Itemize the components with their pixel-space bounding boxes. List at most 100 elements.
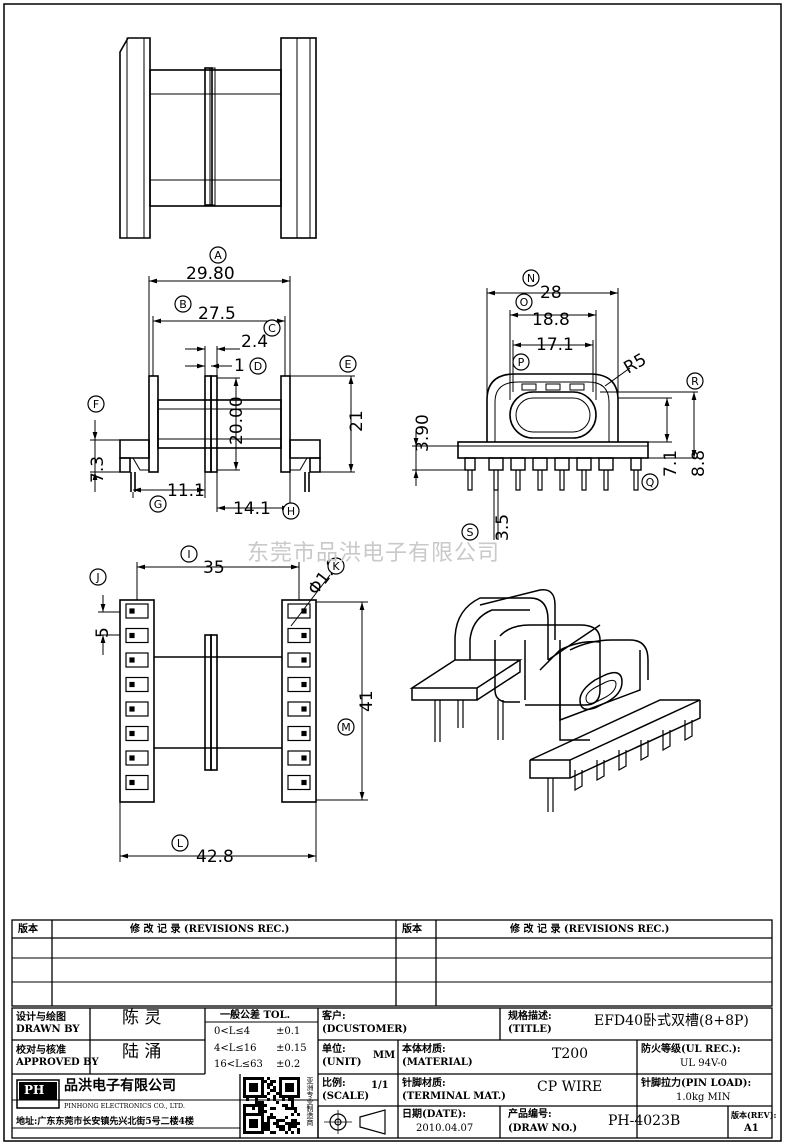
qr-module — [252, 1095, 255, 1098]
qr-module — [297, 1077, 300, 1080]
qr-module — [282, 1077, 285, 1080]
qr-module — [264, 1095, 267, 1098]
bottom-pin-hole — [129, 608, 135, 614]
qr-module — [267, 1125, 270, 1128]
qr-module — [276, 1125, 279, 1128]
bottom-pin-hole — [129, 730, 135, 737]
callout-circle-h — [282, 502, 300, 520]
designer-name: 陈 灵 — [122, 1008, 162, 1028]
date-label: 日期(DATE): — [402, 1109, 467, 1120]
designer-label-cn: 设计与绘图 — [16, 1012, 66, 1023]
bottom-pin-hole — [301, 706, 307, 712]
isometric-view — [409, 589, 701, 812]
pinload-value: 1.0kg MIN — [676, 1092, 731, 1103]
callout-circle-q — [641, 473, 659, 491]
callout-letter-i: I — [187, 548, 190, 561]
callout-letter-b: B — [179, 298, 187, 311]
qr-module — [243, 1092, 246, 1095]
qr-module — [279, 1077, 282, 1080]
qr-module — [288, 1107, 291, 1110]
qr-module — [267, 1092, 270, 1095]
material-label: 本体材质: — [402, 1044, 446, 1055]
qr-module — [258, 1131, 261, 1134]
qr-module — [246, 1131, 249, 1134]
qr-module — [279, 1080, 282, 1083]
qr-module — [261, 1095, 264, 1098]
callout-letter-j: J — [95, 571, 99, 584]
bottom-pin-slot — [287, 701, 311, 717]
fire-label: 防火等级(UL REC.): — [641, 1044, 741, 1055]
qr-module — [291, 1107, 294, 1110]
qr-module — [261, 1092, 264, 1095]
qr-module — [279, 1089, 282, 1092]
qr-module — [252, 1122, 255, 1125]
qr-module — [258, 1077, 261, 1080]
callout-letter-f: F — [93, 398, 99, 411]
bottom-pin-slot — [125, 701, 149, 717]
qr-module — [276, 1101, 279, 1104]
qr-module — [264, 1110, 267, 1113]
qr-module — [243, 1089, 246, 1092]
fire-value: UL 94V-0 — [680, 1058, 728, 1069]
material-value: T200 — [552, 1046, 589, 1062]
qr-module — [294, 1107, 297, 1110]
qr-module — [246, 1095, 249, 1098]
qr-module — [270, 1080, 273, 1083]
qr-module — [261, 1077, 264, 1080]
bottom-view — [119, 599, 317, 803]
qr-module — [273, 1080, 276, 1083]
callout-letter-h: H — [287, 505, 295, 518]
qr-module — [261, 1089, 264, 1092]
qr-module — [285, 1077, 288, 1080]
qr-module — [261, 1107, 264, 1110]
qr-module — [243, 1110, 246, 1113]
qr-module — [279, 1095, 282, 1098]
qr-module — [267, 1077, 270, 1080]
qr-module — [243, 1116, 246, 1119]
qr-module — [297, 1092, 300, 1095]
qr-module — [252, 1077, 255, 1080]
qr-module — [288, 1089, 291, 1092]
bottom-pin-hole — [301, 632, 307, 639]
qr-module — [258, 1107, 261, 1110]
qr-code-icon — [243, 1077, 300, 1134]
qr-module — [273, 1107, 276, 1110]
bottom-pin-hole — [301, 730, 307, 737]
qr-module — [249, 1119, 252, 1122]
rev-ver-label-left: 版本 — [18, 924, 38, 935]
qr-module — [285, 1116, 288, 1119]
qr-module — [270, 1089, 273, 1092]
qr-module — [279, 1119, 282, 1122]
qr-module — [282, 1098, 285, 1101]
callout-letter-c: C — [268, 322, 276, 335]
bottom-pin-slot — [287, 750, 311, 766]
bottom-pin-slot — [287, 603, 311, 619]
qr-module — [261, 1131, 264, 1134]
unit-value: MM — [373, 1050, 396, 1061]
qr-module — [291, 1095, 294, 1098]
bottom-pin-slot — [287, 652, 311, 668]
qr-module — [252, 1089, 255, 1092]
title-value: EFD40卧式双槽(8+8P) — [594, 1013, 749, 1029]
bottom-pin-hole — [301, 681, 307, 688]
designer-label-en: DRAWN BY — [16, 1024, 80, 1035]
qr-module — [297, 1083, 300, 1086]
qr-module — [297, 1086, 300, 1089]
qr-module — [243, 1128, 246, 1131]
qr-module — [249, 1083, 252, 1086]
customer-label: 客户: — [322, 1011, 346, 1022]
dim-m-text: 41 — [357, 690, 377, 712]
tol-title: 一般公差 TOL. — [220, 1010, 291, 1021]
qr-module — [249, 1104, 252, 1107]
bottom-pin-slot — [287, 627, 311, 644]
qr-module — [261, 1104, 264, 1107]
qr-module — [255, 1083, 258, 1086]
qr-module — [279, 1128, 282, 1131]
callout-letter-l: L — [177, 837, 184, 850]
qr-module — [258, 1104, 261, 1107]
qr-module — [249, 1113, 252, 1116]
qr-module — [288, 1083, 291, 1086]
qr-module — [243, 1122, 246, 1125]
callout-circle-r — [686, 372, 704, 390]
company-logo-text: PH — [24, 1083, 45, 1097]
